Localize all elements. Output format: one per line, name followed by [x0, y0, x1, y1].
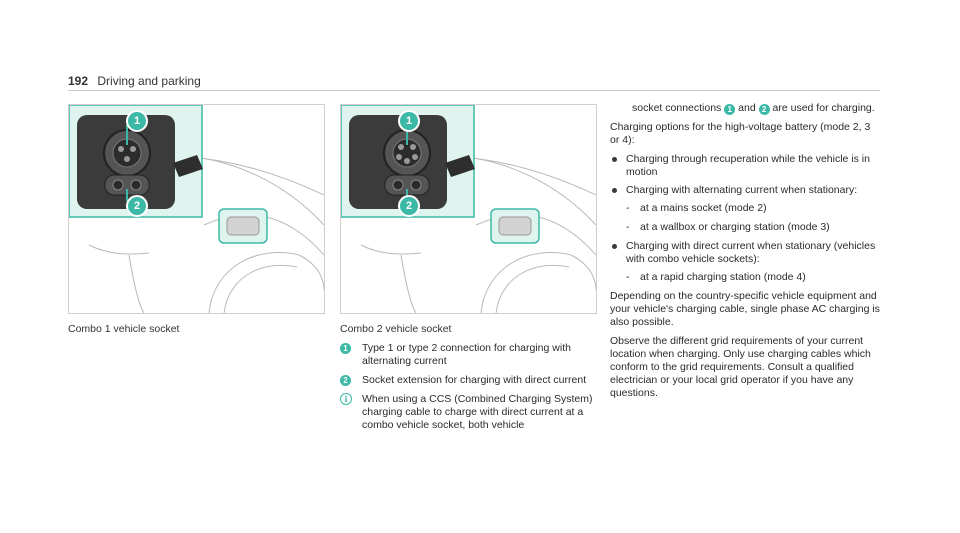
combo2-illustration [341, 105, 596, 313]
header-divider [68, 90, 880, 91]
legend-item: 2 Socket extension for charging with dir… [340, 374, 598, 387]
bullet-dot [612, 157, 617, 162]
figure1-caption: Combo 1 vehicle socket [68, 323, 180, 335]
inline-number-1: 1 [724, 104, 736, 115]
continued-note: socket connections 1 and 2 are used for … [610, 102, 882, 115]
bullet-item: Charging through recuperation while the … [610, 153, 882, 179]
figure2-marker-1: 1 [398, 110, 420, 132]
dash-text: at a rapid charging station (mode 4) [640, 271, 806, 283]
legend-number-2: 2 [340, 375, 351, 386]
info-note-text: When using a CCS (Combined Charging Syst… [362, 393, 593, 431]
inline-number-2: 2 [758, 104, 770, 115]
continued-text-c: are used for charging. [772, 102, 875, 114]
section-title: Driving and parking [97, 74, 201, 88]
legend-text-1: Type 1 or type 2 connection for charging… [362, 342, 571, 367]
figure-combo1-socket: 1 2 [68, 104, 325, 314]
legend-item: 1 Type 1 or type 2 connection for chargi… [340, 342, 598, 368]
page-header: 192 Driving and parking [68, 74, 201, 88]
dash-text: at a wallbox or charging station (mode 3… [640, 221, 830, 233]
dash-item: -at a mains socket (mode 2) [610, 202, 882, 215]
figure-legend: 1 Type 1 or type 2 connection for chargi… [340, 342, 598, 438]
figure1-marker-2: 2 [126, 195, 148, 217]
continued-text-a: socket connections [632, 102, 722, 114]
bullet-item: Charging with alternating current when s… [610, 184, 882, 197]
figure1-marker-1: 1 [126, 110, 148, 132]
info-note: i When using a CCS (Combined Charging Sy… [340, 393, 598, 432]
figure2-caption: Combo 2 vehicle socket [340, 323, 452, 335]
legend-text-2: Socket extension for charging with direc… [362, 374, 587, 386]
combo1-illustration [69, 105, 324, 313]
figure2-marker-2: 2 [398, 195, 420, 217]
bullet-dot [612, 188, 617, 193]
dash-marker: - [626, 202, 630, 214]
bullet-text: Charging with direct current when statio… [626, 240, 876, 265]
body-text-column: socket connections 1 and 2 are used for … [610, 102, 882, 406]
bullet-dot [612, 244, 617, 249]
bullet-text: Charging through recuperation while the … [626, 153, 870, 178]
bullet-text: Charging with alternating current when s… [626, 184, 858, 196]
dash-item: -at a wallbox or charging station (mode … [610, 221, 882, 234]
dash-marker: - [626, 221, 630, 233]
paragraph-single-phase: Depending on the country-specific vehicl… [610, 290, 880, 328]
continued-text-b: and [738, 102, 756, 114]
dash-text: at a mains socket (mode 2) [640, 202, 767, 214]
legend-number-1: 1 [340, 343, 351, 354]
bullet-item: Charging with direct current when statio… [610, 240, 882, 266]
dash-marker: - [626, 271, 630, 283]
page-number: 192 [68, 74, 89, 88]
dash-item: -at a rapid charging station (mode 4) [610, 271, 882, 284]
figure-combo2-socket: 1 2 [340, 104, 597, 314]
info-icon: i [340, 393, 352, 405]
paragraph-grid-requirements: Observe the different grid requirements … [610, 335, 871, 399]
charging-options-intro: Charging options for the high-voltage ba… [610, 121, 871, 146]
